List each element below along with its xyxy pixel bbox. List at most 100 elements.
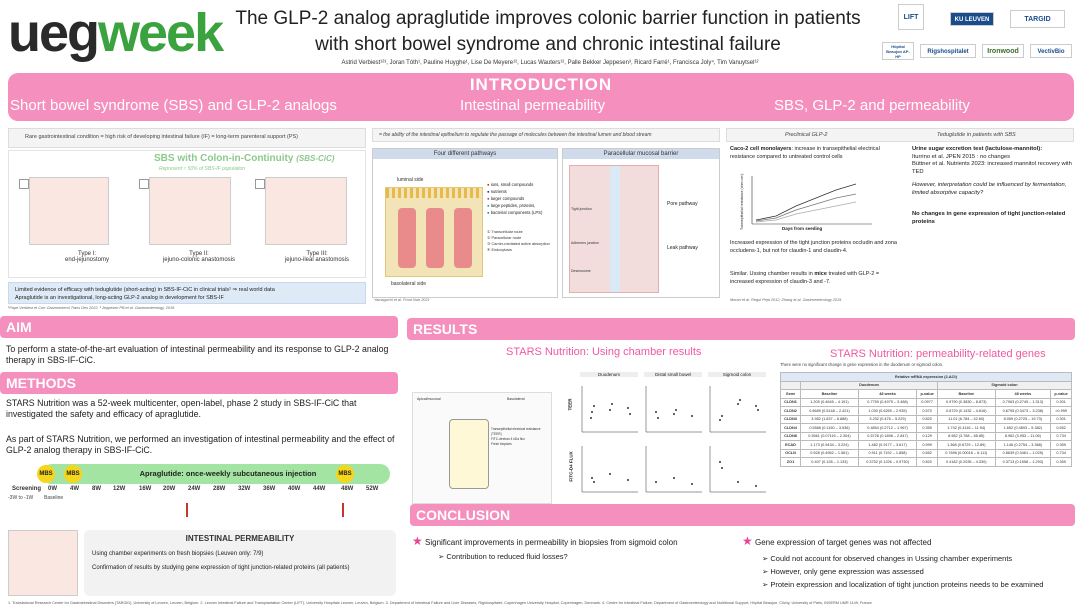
aim-header: AIM bbox=[0, 316, 398, 338]
lift-logo: LIFT bbox=[898, 4, 924, 30]
table-cell: 0.8689 (0.5148 – 2.421) bbox=[800, 406, 859, 416]
table-cell: 0.3752 (0.1226 – 0.9730) bbox=[857, 457, 918, 467]
table-cell: 0.9790 (0.3830 – 8.873) bbox=[937, 397, 996, 407]
conclusion-header: CONCLUSION bbox=[410, 504, 1075, 526]
poster-title: The GLP-2 analog apraglutide improves co… bbox=[235, 8, 861, 55]
gene-expression-table: Relative mRNA expression (2-ΔCt) Duodenu… bbox=[780, 372, 1072, 496]
mbs-marker-baseline: MBS bbox=[64, 465, 82, 483]
results-genes-title: STARS Nutrition: permeability-related ge… bbox=[830, 348, 1046, 360]
intro-sub-sbs: Short bowel syndrome (SBS) and GLP-2 ana… bbox=[10, 97, 337, 114]
table-header-cell: 48 weeks bbox=[994, 389, 1052, 399]
type1-anatomy-image bbox=[29, 177, 109, 245]
pore-pathway-label: Pore pathway bbox=[667, 201, 698, 207]
table-cell: 0.7696 (0.00016 – 6.111) bbox=[937, 448, 996, 458]
table-cell: 1.030 (0.6255 – 2.935) bbox=[857, 406, 918, 416]
cic-title: SBS with Colon-in-Continuity bbox=[154, 153, 294, 164]
permeability-reference: Yamaguchi et al. Front Nutr 2021 bbox=[374, 298, 430, 302]
beaujon-logo: Hôpital Beaujon AP-HP bbox=[882, 42, 914, 60]
star-icon: ★ bbox=[412, 534, 423, 548]
tj-protein-text: Increased expression of the tight juncti… bbox=[730, 240, 897, 254]
table-cell: 0.5726 (0.1898 – 2.847) bbox=[857, 431, 918, 441]
table-cell: 1.368 (0.6729 – 12.89) bbox=[937, 440, 996, 450]
table-cell: 0.7063 (0.2749 – 1.313) bbox=[994, 397, 1052, 407]
mbs-marker-screening: MBS bbox=[37, 465, 55, 483]
ussing-chamber-diagram: Apical/mucosal Basolateral Transepitheli… bbox=[412, 392, 552, 504]
route-legend: ① Transcellular route ② Paracellular rou… bbox=[487, 230, 550, 252]
teer-x-axis-label: Days from seeding bbox=[782, 226, 823, 231]
sbs-definition: Rare gastrointestinal condition = high r… bbox=[8, 128, 366, 148]
table-header-cell: Gene bbox=[780, 389, 801, 399]
results-ussing-title: STARS Nutrition: Using chamber results bbox=[506, 346, 702, 358]
table-cell: 0.4854 (0.2712 – 1.967) bbox=[857, 423, 918, 433]
teduglutide-text: Urine sugar excretion test (lactulose-ma… bbox=[912, 146, 1072, 225]
permeability-definition: = the ability of the intestinal epitheli… bbox=[372, 128, 720, 142]
authors: Astrid Verbiest¹²³, Joran Tóth¹, Pauline… bbox=[341, 60, 759, 66]
cic-note: Represent ≈ 50% of SBS-IF population bbox=[159, 166, 246, 172]
ussing-scatter-plots bbox=[581, 386, 766, 493]
results-header: RESULTS bbox=[407, 318, 1075, 340]
table-cell: OCLN bbox=[780, 448, 801, 458]
mice-text: Similar. Ussing chamber results in mice … bbox=[730, 271, 880, 285]
sbs-types-panel: SBS with Colon-in-Continuity (SBS-CiC) R… bbox=[8, 150, 366, 278]
table-cell: 3.952 (1.637 – 6.888) bbox=[800, 414, 859, 424]
glp2-header-row: Preclinical GLP-2 Teduglutide in patient… bbox=[726, 128, 1074, 142]
sbs-reference: ¹Pape Verbiest et Curr Gastroenterol Tra… bbox=[8, 306, 175, 310]
apraglutide-bar: Apraglutide: once-weekly subcutaneous in… bbox=[42, 464, 390, 484]
biopsy-marker-48w bbox=[342, 503, 350, 517]
table-cell: 0.0977 bbox=[916, 397, 938, 407]
table-cell: ZO1 bbox=[780, 457, 801, 467]
table-cell: CLDN1 bbox=[780, 397, 801, 407]
table-cell: 3.232 (0.476 – 5.229) bbox=[857, 414, 918, 424]
table-cell: 0.3713 (0.1558 – 1.293) bbox=[994, 457, 1052, 467]
table-cell: 0.652 bbox=[916, 448, 938, 458]
table-cell: 0.407 (0.128 – 1.133) bbox=[800, 457, 859, 467]
type3-checkbox bbox=[255, 179, 265, 189]
table-cell: 0.301 bbox=[1050, 397, 1072, 407]
conclusion-left: ★ Significant improvements in permeabili… bbox=[412, 534, 678, 561]
table-cell: 1.742 (0.4116 – 11.94) bbox=[937, 423, 996, 433]
intro-sub-glp2: SBS, GLP-2 and permeability bbox=[774, 97, 970, 114]
type3-anatomy-image bbox=[265, 177, 347, 245]
sbs-bullets: Limited evidence of efficacy with tedugl… bbox=[8, 282, 366, 304]
type1-label: Type I:end-jejunostomy bbox=[64, 251, 110, 263]
paracellular-barrier-panel: Paracellular mucosal barrier Tight junct… bbox=[562, 148, 720, 298]
type2-label: Type II:jejuno-colonic anastomosis bbox=[162, 251, 236, 263]
table-cell: 8.982 (3.768 – 65.85) bbox=[937, 431, 996, 441]
table-cell: 0.359 bbox=[1050, 457, 1072, 467]
table-cell: 1.205 (0.4645 – 4.191) bbox=[800, 397, 859, 407]
table-cell: 0.734 bbox=[1050, 448, 1072, 458]
table-cell: 0.820 bbox=[916, 414, 938, 424]
table-cell: 1.173 (0.9434 – 3.224) bbox=[800, 440, 859, 450]
table-cell: 1.652 (0.4893 – 5.382) bbox=[994, 423, 1052, 433]
aim-text: To perform a state-of-the-art evaluation… bbox=[6, 344, 389, 365]
four-pathways-panel: Four different pathways luminal side bas… bbox=[372, 148, 558, 298]
colon-anatomy-image bbox=[8, 530, 78, 596]
table-cell: 0.5566 (0.1150 – 3.936) bbox=[800, 423, 859, 433]
table-cell: 0.359 bbox=[916, 423, 938, 433]
star-icon: ★ bbox=[742, 534, 753, 548]
table-cell: 0.652 bbox=[1050, 423, 1072, 433]
table-cell: 0.734 bbox=[1050, 431, 1072, 441]
type3-label: Type III:jejuno-ileal anastomosis bbox=[284, 251, 350, 263]
affiliations-footer: 1. Translational Research Center for Gas… bbox=[8, 601, 872, 605]
conclusion-right: ★ Gene expression of target genes was no… bbox=[742, 534, 1044, 589]
table-cell: 0.6795 (0.3473 – 3.238) bbox=[994, 406, 1052, 416]
ku-leuven-logo: KU LEUVEN bbox=[950, 12, 994, 26]
epithelium-illustration bbox=[385, 187, 483, 277]
junction-illustration bbox=[569, 165, 659, 293]
table-cell: 0.129 bbox=[916, 431, 938, 441]
table-cell: 0.8639 (0.3461 – 1.025) bbox=[994, 448, 1052, 458]
methods-p1: STARS Nutrition was a 52-week multicente… bbox=[6, 398, 357, 419]
table-cell: 0.359 bbox=[1050, 440, 1072, 450]
ussing-results-charts: Duodenum Distal small bowel Sigmoid colo… bbox=[568, 372, 768, 506]
table-cell: 0.820 bbox=[916, 457, 938, 467]
methods-p2: As part of STARS Nutrition, we performed… bbox=[6, 434, 395, 455]
intestinal-permeability-box: INTESTINAL PERMEABILITY Using chamber ex… bbox=[84, 530, 396, 596]
